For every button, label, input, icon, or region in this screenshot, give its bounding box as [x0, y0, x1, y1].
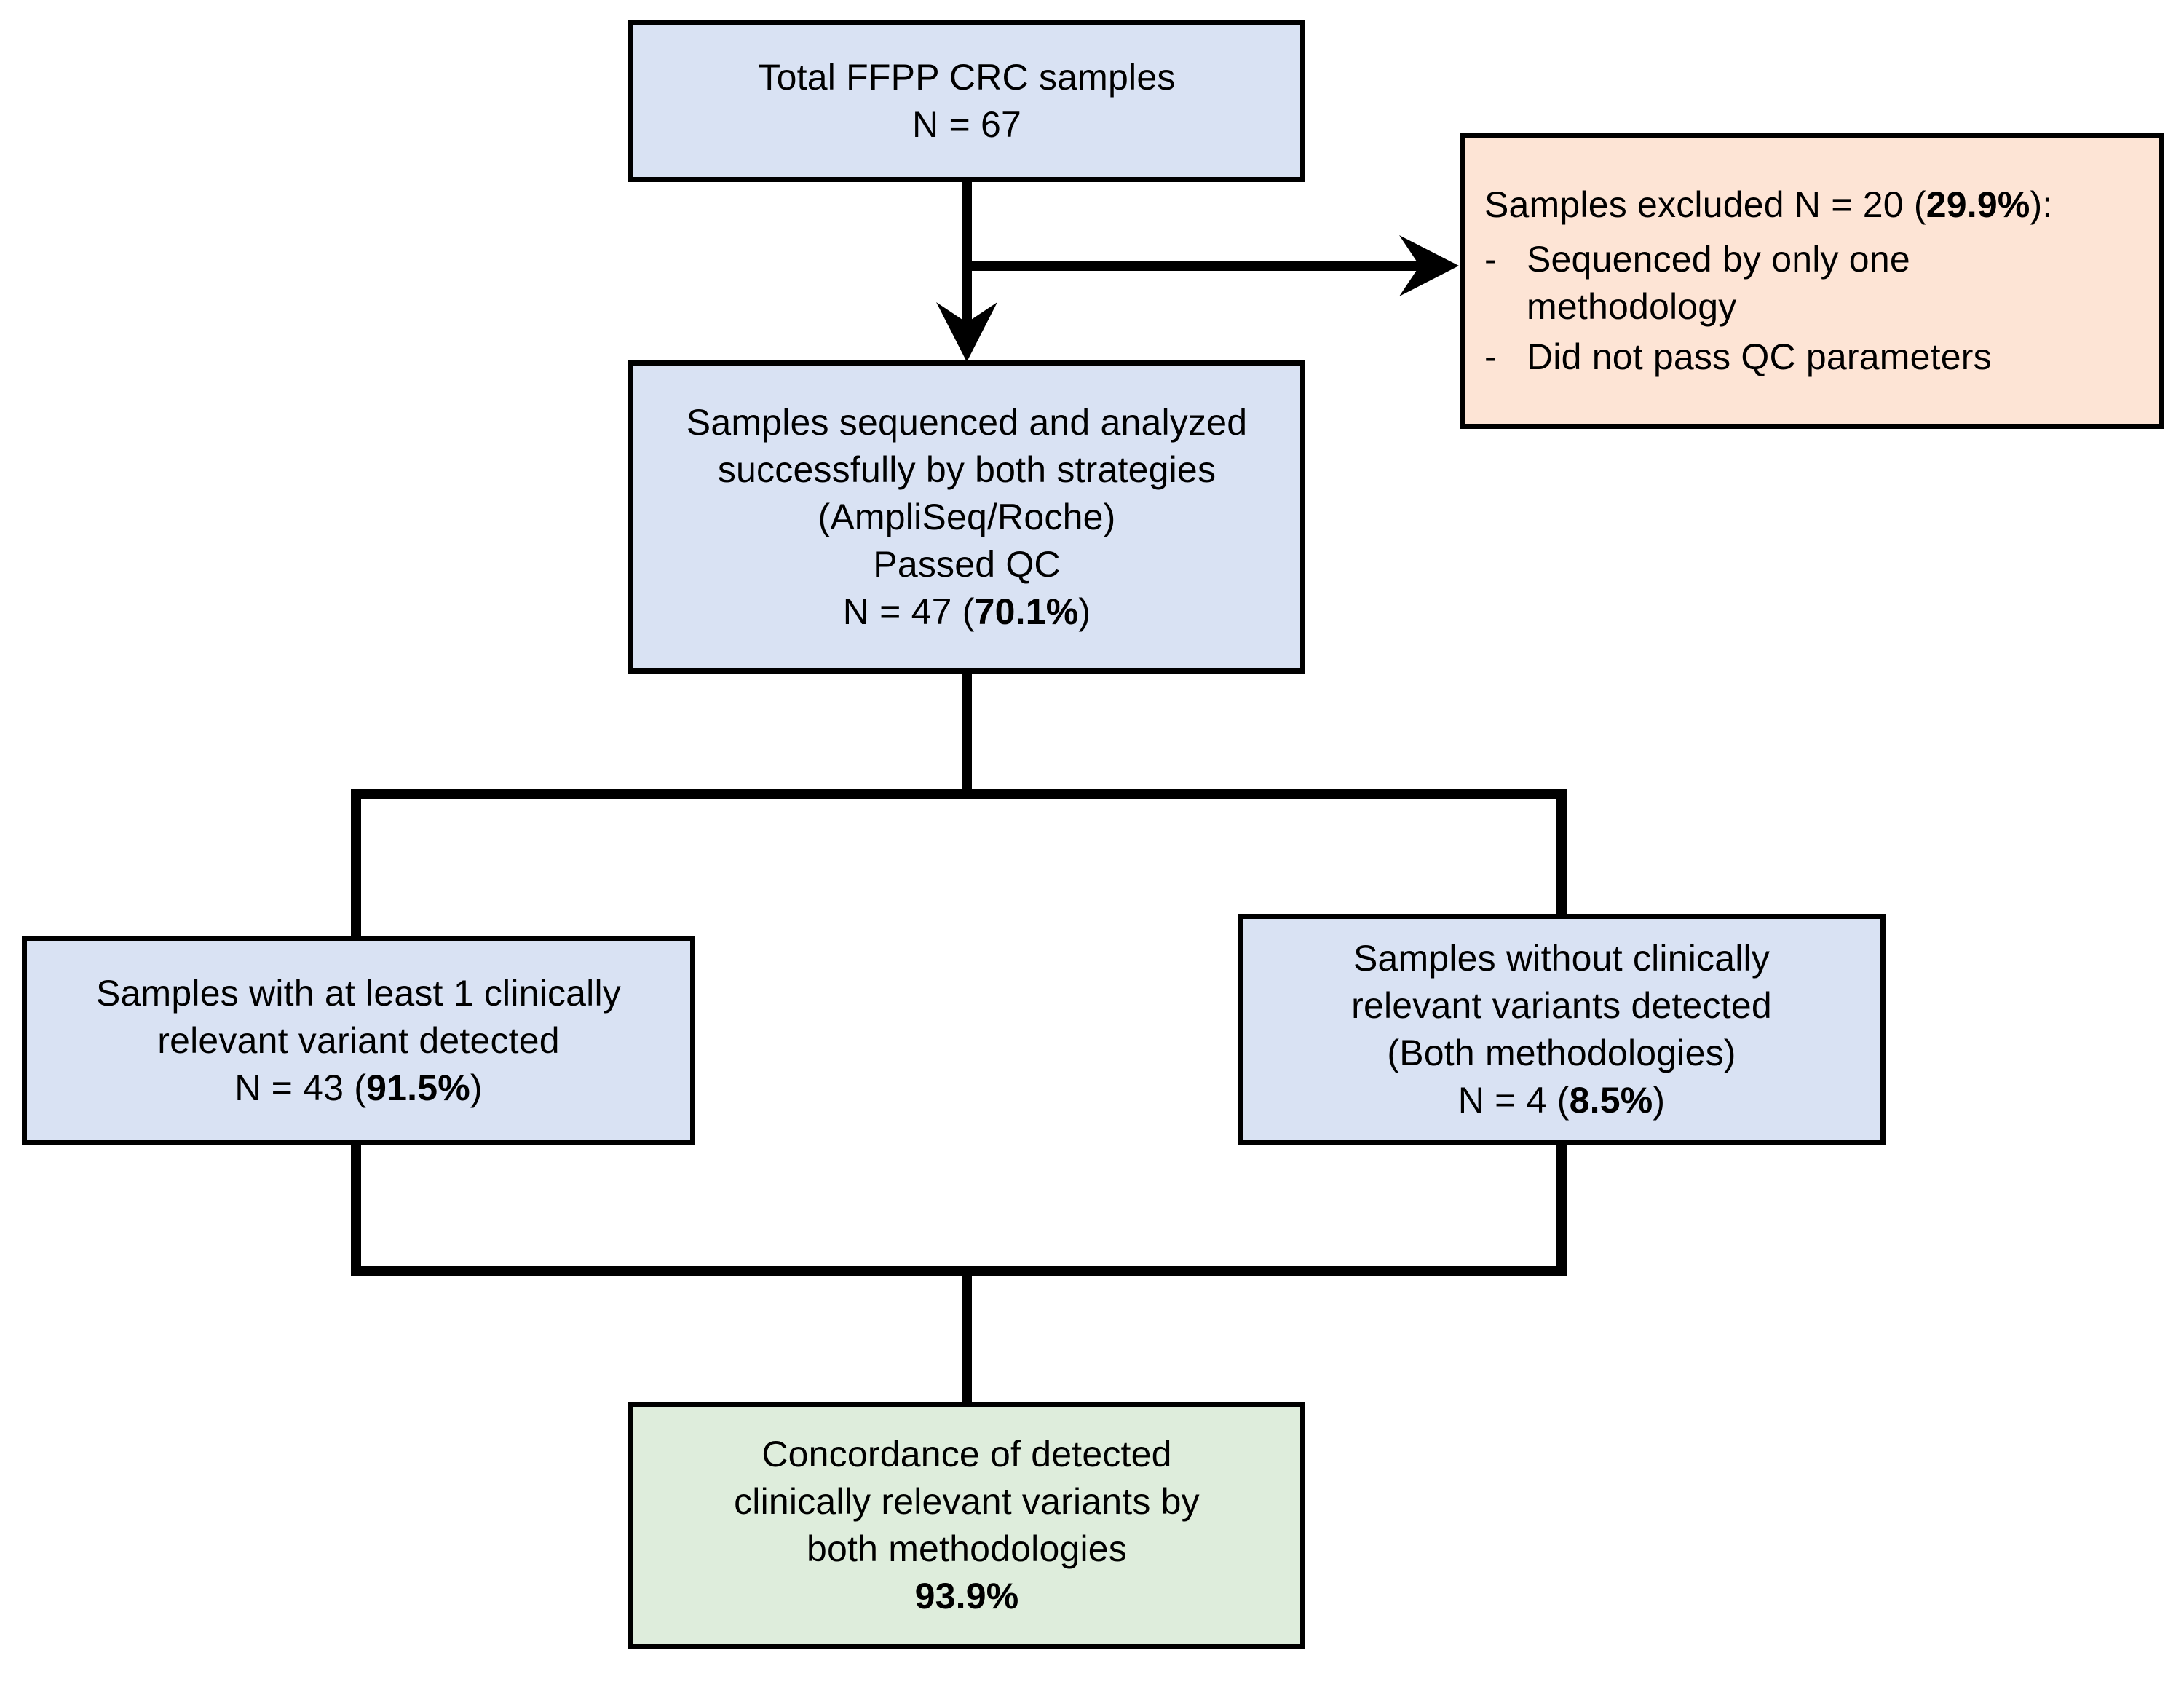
node-with-variant-count: N = 43 (91.5%)	[234, 1065, 483, 1112]
node-total-line-2: N = 67	[912, 104, 1021, 145]
node-without-variant-count: N = 4 (8.5%)	[1458, 1077, 1665, 1124]
node-sequenced-percent: 70.1%	[974, 591, 1079, 632]
node-total-line-1: Total FFPP CRC samples	[758, 57, 1176, 98]
node-concordance-result[interactable]: Concordance of detected clinically relev…	[628, 1402, 1305, 1649]
node-sequenced-count-suffix: )	[1078, 591, 1091, 632]
node-without-variant-line-2: relevant variants detected	[1351, 985, 1772, 1026]
node-concordance-line-2: clinically relevant variants by	[734, 1481, 1200, 1522]
node-with-variant-count-suffix: )	[470, 1067, 483, 1108]
node-sequenced-line-4: Passed QC	[873, 543, 1061, 585]
bullet-dash-icon: -	[1484, 238, 1497, 280]
node-samples-without-variant[interactable]: Samples without clinically relevant vari…	[1238, 914, 1886, 1145]
excluded-heading-prefix: Samples excluded N = 20 (	[1484, 183, 1926, 225]
node-without-variant-count-suffix: )	[1653, 1080, 1666, 1121]
node-sequenced-count-prefix: N = 47 (	[842, 591, 975, 632]
node-concordance-line-3: both methodologies	[806, 1528, 1128, 1569]
excluded-bullet-2-text: Did not pass QC parameters	[1527, 336, 1992, 377]
node-with-variant-line-2: relevant variant detected	[157, 1019, 560, 1061]
node-sequenced-line-2: successfully by both strategies	[717, 449, 1216, 490]
node-with-variant-count-prefix: N = 43 (	[234, 1067, 367, 1108]
node-sequenced-line-1: Samples sequenced and analyzed	[686, 401, 1248, 443]
node-without-variant-line-1: Samples without clinically	[1353, 938, 1770, 979]
excluded-bullet-2: - Did not pass QC parameters	[1484, 333, 1992, 381]
bullet-dash-icon: -	[1484, 336, 1497, 377]
excluded-bullet-1: - Sequenced by only one methodology	[1484, 236, 2065, 331]
node-without-variant-percent: 8.5%	[1569, 1080, 1653, 1121]
node-concordance-percent: 93.9%	[914, 1576, 1019, 1616]
node-without-variant-line-3: (Both methodologies)	[1387, 1033, 1736, 1073]
node-sequenced-line-3: (AmpliSeq/Roche)	[818, 496, 1116, 537]
excluded-percent: 29.9%	[1926, 183, 2030, 225]
excluded-heading-suffix: ):	[2030, 183, 2053, 225]
arrowhead-right-icon	[1399, 235, 1459, 296]
node-sequenced-analyzed[interactable]: Samples sequenced and analyzed successfu…	[628, 360, 1305, 674]
node-with-variant-percent: 91.5%	[366, 1067, 470, 1108]
arrowhead-down-icon	[936, 302, 997, 362]
node-with-variant-line-1: Samples with at least 1 clinically	[96, 972, 621, 1014]
node-total-samples[interactable]: Total FFPP CRC samples N = 67	[628, 20, 1305, 182]
node-without-variant-count-prefix: N = 4 (	[1457, 1080, 1570, 1121]
node-samples-with-variant[interactable]: Samples with at least 1 clinically relev…	[22, 936, 695, 1145]
node-concordance-line-1: Concordance of detected	[761, 1434, 1172, 1474]
node-sequenced-count: N = 47 (70.1%)	[843, 588, 1091, 636]
node-samples-excluded[interactable]: Samples excluded N = 20 (29.9%): - Seque…	[1460, 133, 2164, 429]
excluded-heading: Samples excluded N = 20 (29.9%):	[1484, 181, 2052, 229]
excluded-bullet-1-text: Sequenced by only one methodology	[1527, 238, 1910, 327]
